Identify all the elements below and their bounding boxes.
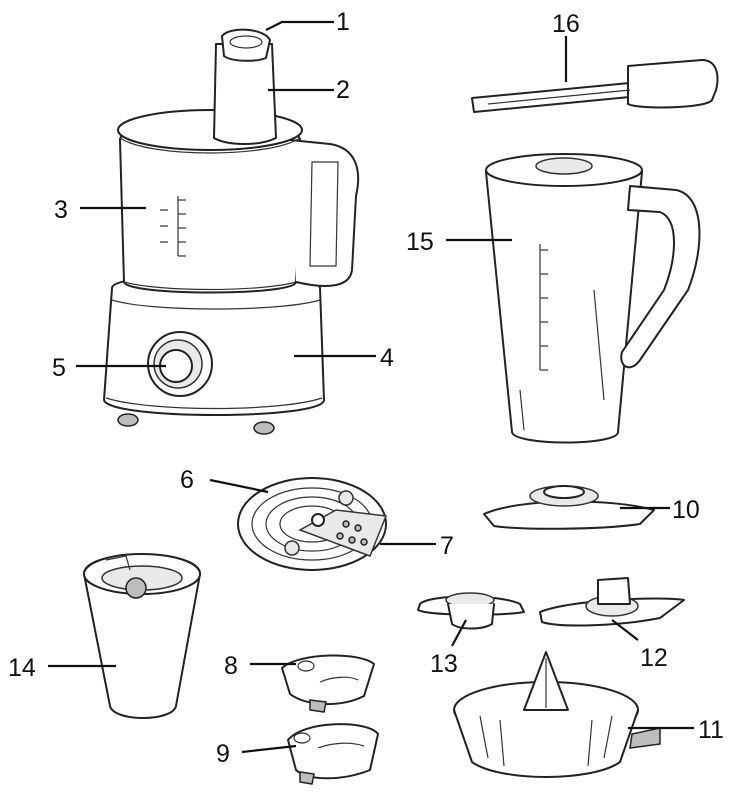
chopper-cup bbox=[83, 553, 201, 719]
slicing-disc bbox=[281, 654, 375, 713]
grating-insert bbox=[298, 509, 388, 557]
callout-8: 8 bbox=[224, 652, 238, 680]
callout-7: 7 bbox=[440, 532, 454, 560]
callout-14: 14 bbox=[8, 654, 36, 682]
blade-assembly bbox=[483, 485, 655, 530]
coupler bbox=[417, 592, 525, 630]
jug-handle bbox=[620, 185, 701, 369]
callout-numbers: 1 2 3 4 5 6 7 8 9 10 11 12 13 14 15 16 bbox=[8, 8, 724, 768]
callout-12: 12 bbox=[640, 644, 668, 672]
leader-lines bbox=[48, 20, 694, 754]
callout-11: 11 bbox=[698, 716, 724, 744]
bowl-graduation-marks bbox=[160, 196, 186, 257]
bowl-handle bbox=[289, 139, 360, 287]
callout-6: 6 bbox=[180, 466, 194, 494]
callout-9: 9 bbox=[216, 740, 230, 768]
spatula bbox=[471, 59, 719, 113]
juicer-holder bbox=[539, 577, 685, 627]
callout-1: 1 bbox=[336, 8, 350, 36]
feed-tube bbox=[213, 43, 277, 145]
callout-13: 13 bbox=[430, 650, 458, 678]
motor-base bbox=[103, 273, 325, 416]
callout-4: 4 bbox=[380, 344, 394, 372]
callout-3: 3 bbox=[54, 196, 68, 224]
callout-10: 10 bbox=[672, 496, 700, 524]
callout-16: 16 bbox=[552, 10, 580, 38]
callout-2: 2 bbox=[336, 76, 350, 104]
pusher bbox=[221, 28, 271, 62]
coarse-grating-disc bbox=[287, 723, 379, 785]
control-knob bbox=[147, 331, 213, 397]
callout-5: 5 bbox=[52, 354, 66, 382]
callout-15: 15 bbox=[406, 228, 434, 256]
citrus-juicer bbox=[453, 651, 661, 778]
blender-jug bbox=[485, 153, 701, 444]
food-processor-assembly bbox=[103, 28, 360, 435]
